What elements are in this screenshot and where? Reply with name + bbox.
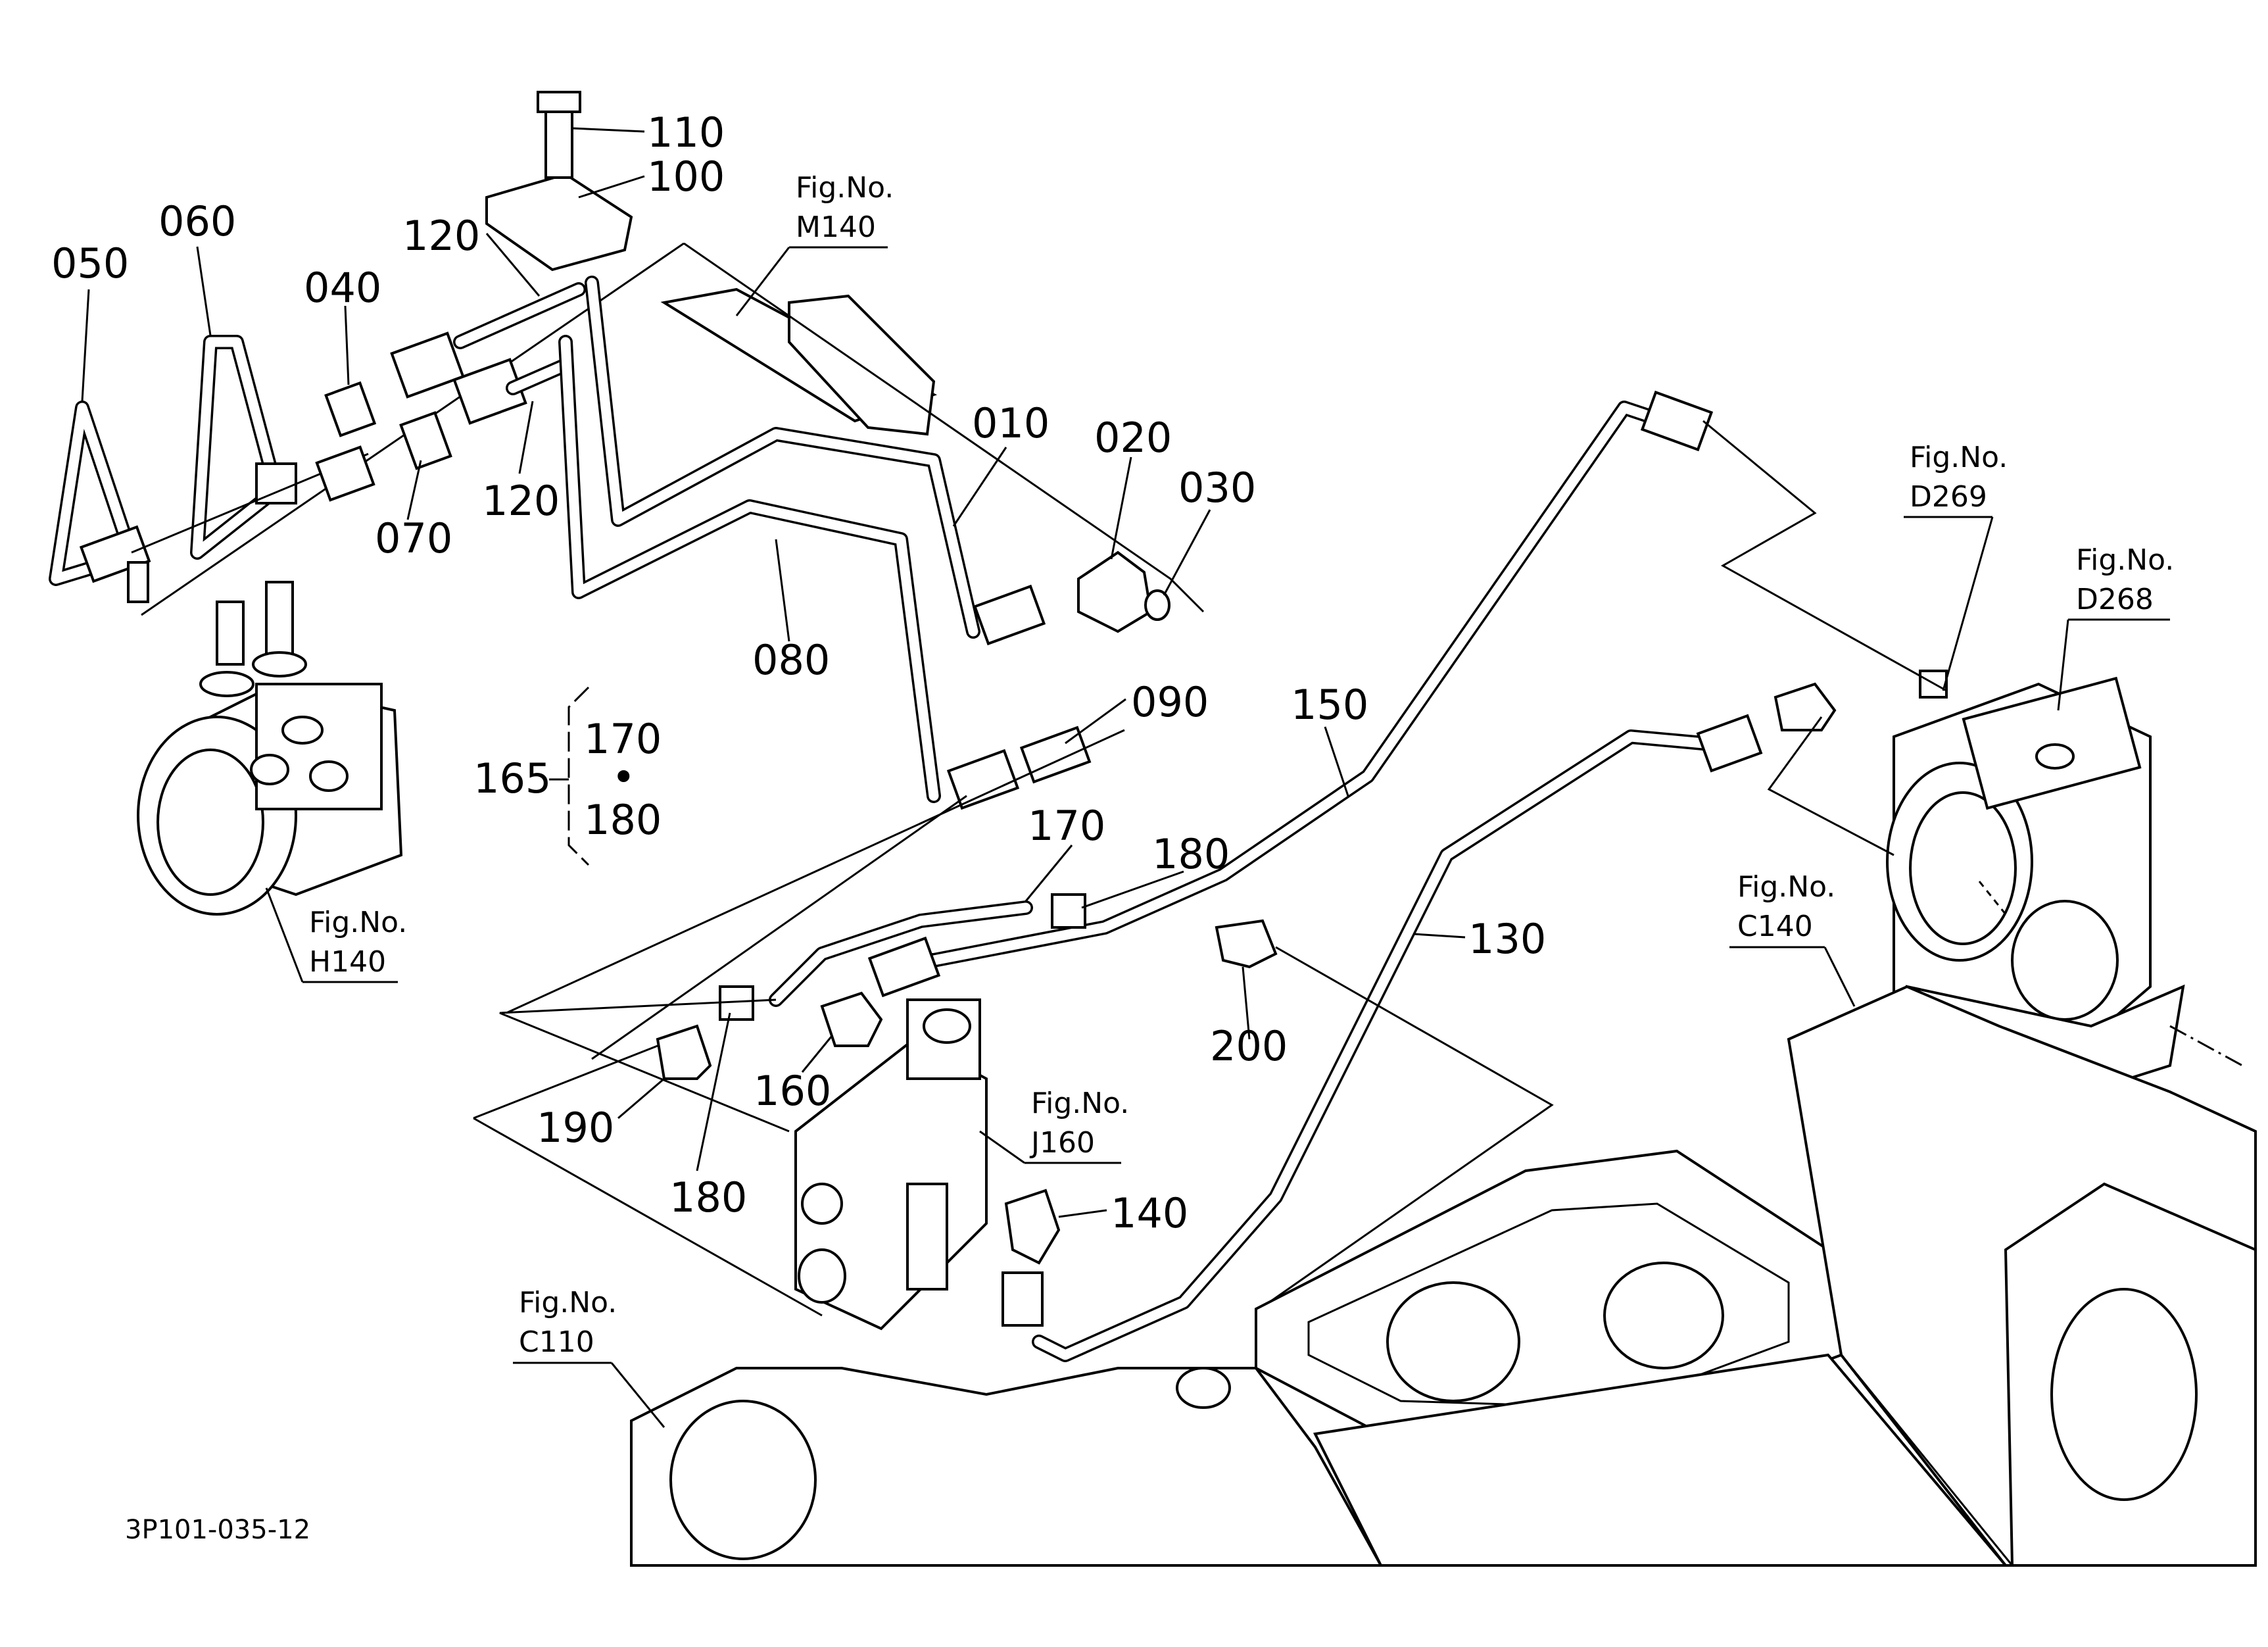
part-label-070: 070	[375, 514, 452, 562]
part-label-180-group: 180	[584, 796, 662, 844]
part-label-180-right: 180	[1152, 830, 1230, 878]
clip-180a	[1051, 893, 1086, 929]
fig-ref-c140[interactable]: Fig.No. C140	[1729, 870, 1856, 1007]
svg-text:Fig.No.: Fig.No.	[1910, 441, 2008, 474]
svg-text:Fig.No.: Fig.No.	[309, 906, 407, 939]
fig-ref-d269[interactable]: Fig.No. D269	[1904, 441, 2008, 691]
part-label-110: 110	[647, 109, 725, 157]
group-separator: •	[612, 753, 636, 801]
svg-text:Fig.No.: Fig.No.	[1737, 870, 1835, 904]
clamp-100	[485, 172, 633, 272]
svg-text:Fig.No.: Fig.No.	[519, 1286, 617, 1319]
svg-text:Fig.No.: Fig.No.	[1031, 1087, 1129, 1120]
part-label-090: 090	[1131, 678, 1209, 726]
part-label-160: 160	[754, 1067, 831, 1115]
part-label-150: 150	[1291, 681, 1368, 729]
svg-text:D268: D268	[2076, 583, 2154, 616]
svg-text:D269: D269	[1910, 480, 1987, 514]
part-label-080: 080	[752, 636, 830, 684]
transmission-case-drawing	[630, 985, 2257, 1567]
part-label-030: 030	[1178, 464, 1256, 512]
elbow-020	[1077, 551, 1153, 633]
part-label-010: 010	[972, 399, 1050, 447]
fig-ref-m140[interactable]: Fig.No. M140	[735, 171, 894, 316]
svg-text:H140: H140	[309, 945, 386, 979]
steering-pump-drawing	[137, 581, 403, 916]
part-label-120-bottom: 120	[482, 477, 560, 525]
part-label-170: 170	[1028, 802, 1105, 850]
elbow-160	[820, 991, 883, 1047]
pipe-150	[887, 401, 1671, 968]
fig-ref-d268[interactable]: Fig.No. D268	[2057, 543, 2174, 711]
control-valve-drawing	[794, 998, 988, 1331]
part-label-120-top: 120	[402, 212, 480, 260]
svg-text:J160: J160	[1029, 1126, 1095, 1160]
drawing-code: 3P101-035-12	[125, 1515, 310, 1545]
part-label-050: 050	[51, 239, 129, 287]
svg-text:C110: C110	[519, 1325, 594, 1359]
part-labels: 010 020 030 040 050 060 070 080 090 100 …	[51, 109, 1546, 1237]
group-bracket	[567, 686, 590, 866]
fig-ref-c110[interactable]: Fig.No. C110	[513, 1286, 665, 1428]
tee-200	[1215, 919, 1278, 969]
part-label-040: 040	[304, 264, 381, 312]
part-label-180-bottom: 180	[669, 1173, 747, 1221]
svg-text:Fig.No.: Fig.No.	[796, 171, 894, 205]
part-label-170-group: 170	[584, 715, 662, 763]
fig-ref-j160[interactable]: Fig.No. J160	[979, 1087, 1129, 1164]
part-label-060: 060	[158, 197, 236, 245]
part-label-130: 130	[1468, 915, 1546, 963]
svg-text:Fig.No.: Fig.No.	[2076, 543, 2174, 577]
fig-ref-h140[interactable]: Fig.No. H140	[265, 887, 407, 983]
leader-lines	[81, 127, 1466, 1218]
oring-030	[1144, 589, 1170, 621]
elbow-140	[1004, 1189, 1061, 1265]
part-label-190: 190	[537, 1104, 614, 1152]
part-label-100: 100	[647, 153, 725, 201]
svg-text:C140: C140	[1737, 910, 1813, 943]
drawing-artwork	[49, 91, 2257, 1567]
figure-references: Fig.No. M140 Fig.No. D269 Fig.No. D268 F…	[265, 171, 2174, 1428]
part-label-140: 140	[1111, 1189, 1188, 1237]
part-label-165: 165	[473, 754, 551, 802]
svg-text:M140: M140	[796, 210, 876, 244]
elbow-190	[656, 1024, 712, 1080]
part-label-020: 020	[1094, 414, 1172, 462]
